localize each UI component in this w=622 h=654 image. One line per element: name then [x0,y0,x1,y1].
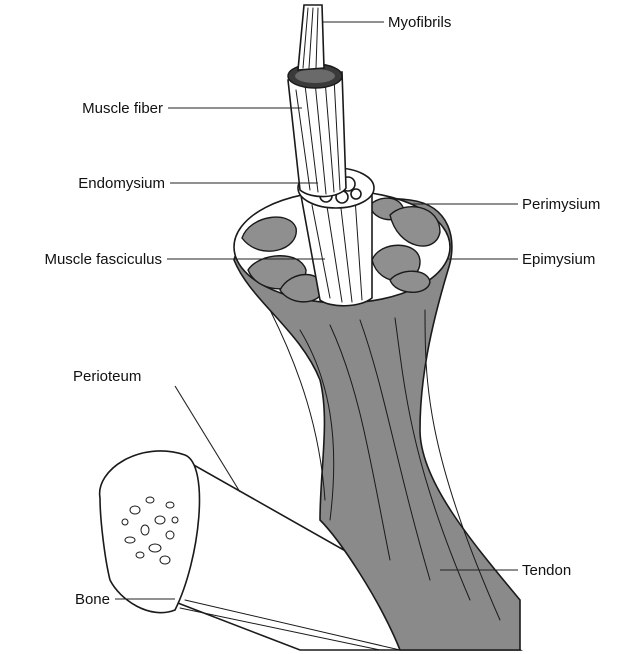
label-perioteum: Perioteum [73,368,141,385]
myofibrils-illustration [298,5,324,70]
label-muscle-fasciculus: Muscle fasciculus [44,251,162,268]
label-perimysium: Perimysium [522,196,600,213]
label-myofibrils: Myofibrils [388,14,451,31]
label-bone: Bone [75,591,110,608]
label-muscle-fiber: Muscle fiber [82,100,163,117]
label-epimysium: Epimysium [522,251,595,268]
muscle-fiber-illustration [288,64,346,197]
label-endomysium: Endomysium [78,175,165,192]
label-tendon: Tendon [522,562,571,579]
